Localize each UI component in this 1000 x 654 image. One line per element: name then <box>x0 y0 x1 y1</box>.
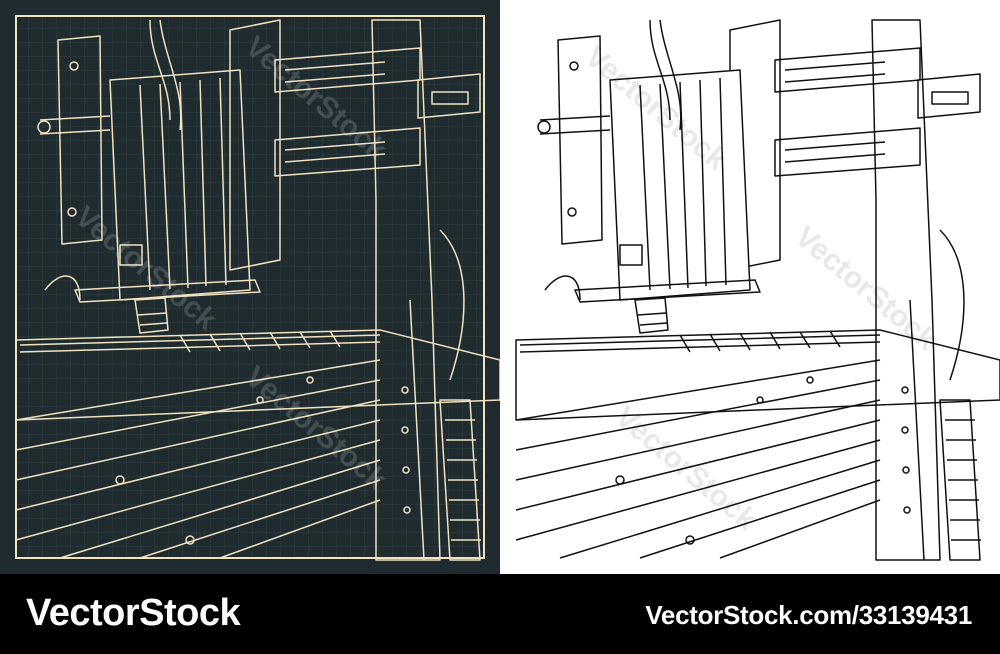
brand-logo-text: VectorStock <box>26 592 241 634</box>
cnc-illustration-dark <box>15 15 500 561</box>
cnc-illustration-light <box>515 19 1000 561</box>
blueprint-panel-dark: VectorStock VectorStock VectorStock <box>0 0 500 574</box>
line-art-panel-light: VectorStock VectorStock VectorStock <box>500 0 1000 574</box>
footer-bar <box>0 574 1000 654</box>
image-id-text: VectorStock.com/33139431 <box>645 600 972 630</box>
